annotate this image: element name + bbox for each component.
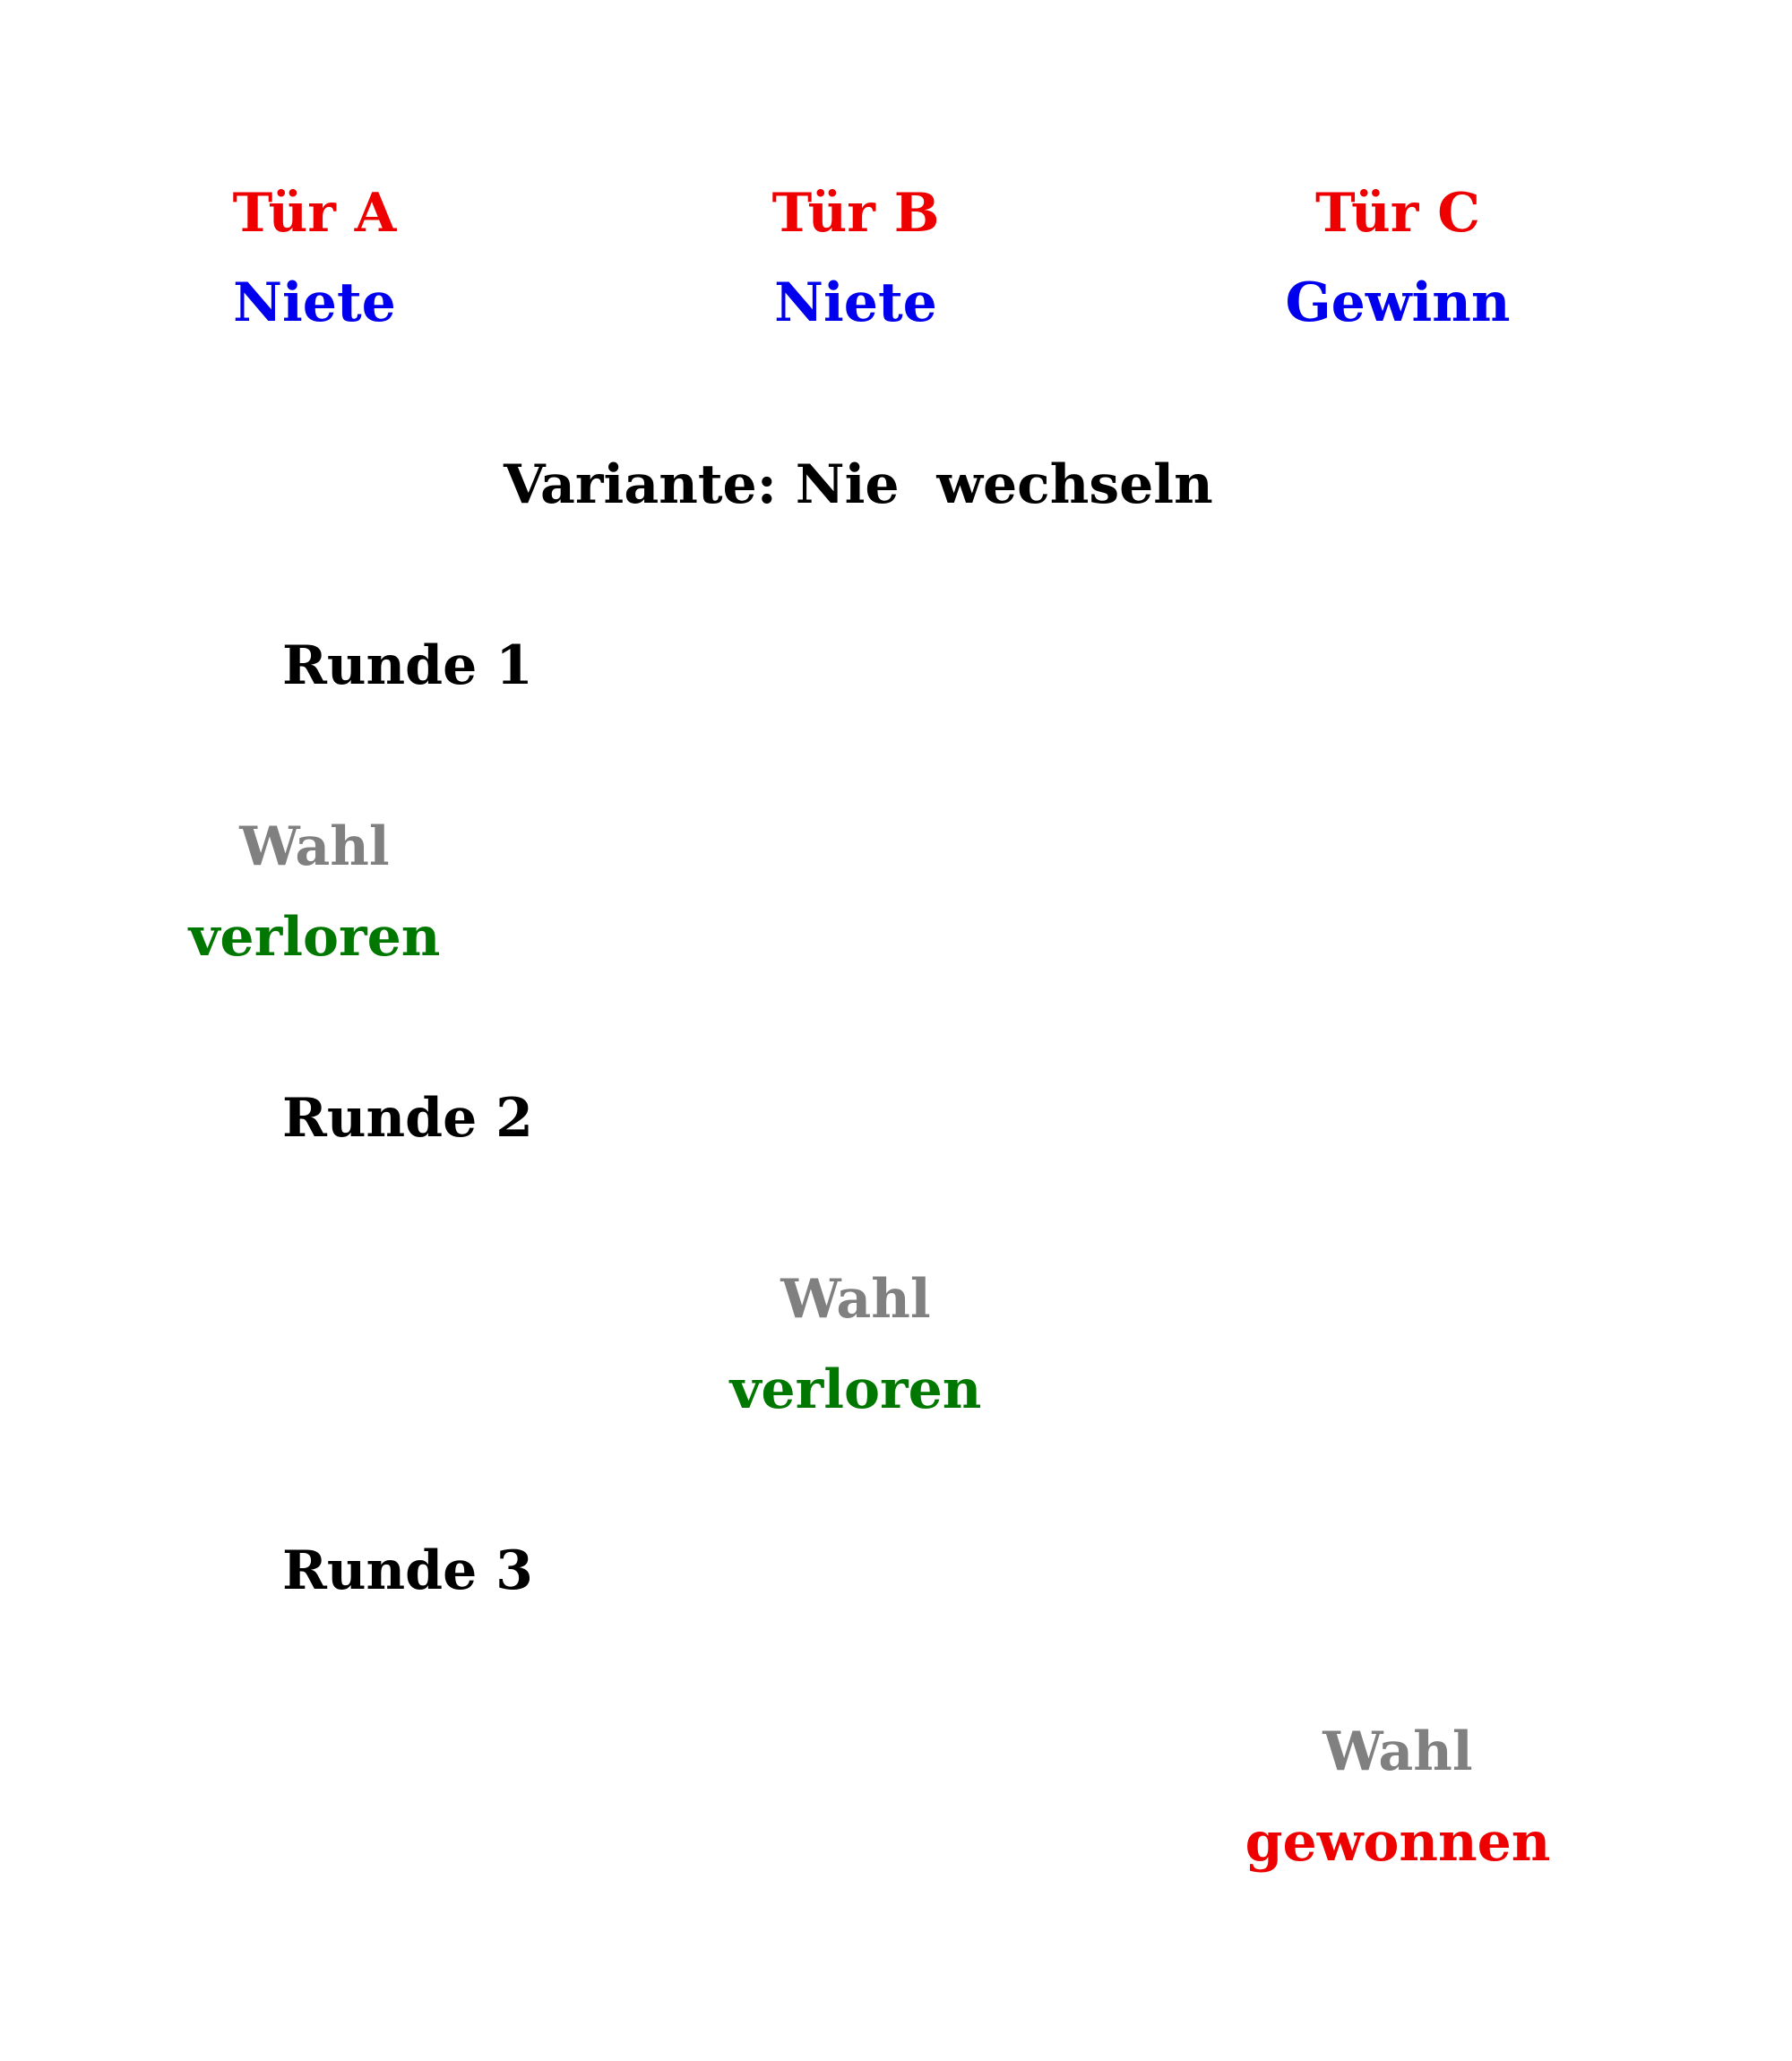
door-c-label: Tür C (1315, 182, 1480, 245)
door-c-content: Gewinn (1285, 272, 1511, 334)
round-1-choice: Wahl (239, 815, 390, 878)
round-1-label: Runde 1 (282, 634, 533, 697)
round-3-choice: Wahl (1322, 1720, 1473, 1783)
round-3-result: gewonnen (1245, 1811, 1551, 1874)
variant-title: Variante: Nie wechseln (504, 453, 1213, 516)
door-b-content: Niete (774, 272, 937, 334)
door-a-content: Niete (233, 272, 396, 334)
door-a-label: Tür A (232, 182, 397, 245)
round-1-result: verloren (188, 906, 441, 969)
round-2-label: Runde 2 (282, 1087, 533, 1150)
round-2-result: verloren (729, 1358, 982, 1421)
door-b-label: Tür B (771, 182, 940, 245)
round-2-choice: Wahl (780, 1268, 931, 1331)
round-3-label: Runde 3 (282, 1539, 533, 1602)
